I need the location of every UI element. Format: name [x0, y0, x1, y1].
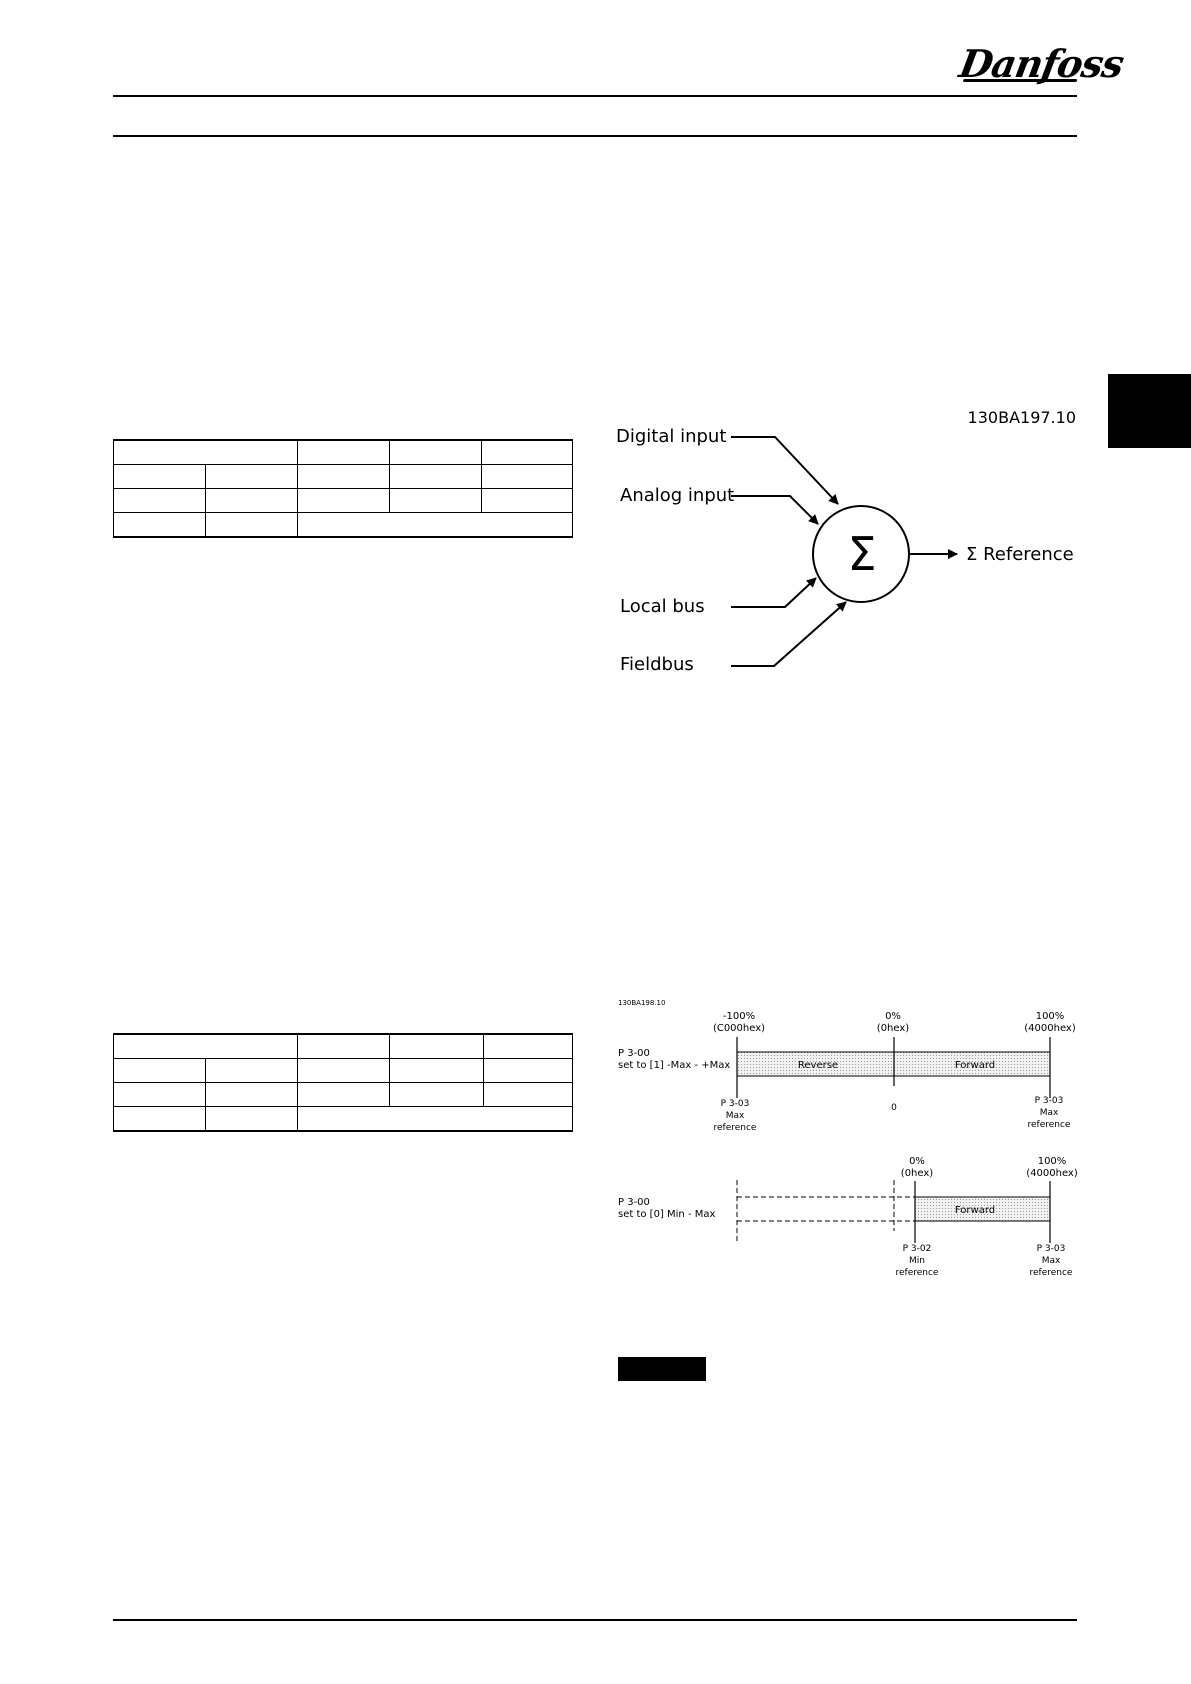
bottom-mid-hex: (0hex) [901, 1168, 933, 1179]
top-right-below-2: Max [1040, 1108, 1059, 1118]
arrow-fieldbus [731, 601, 847, 667]
arrow-analog-input [731, 495, 819, 525]
top-left-percent: -100% [723, 1011, 755, 1022]
table-1 [113, 439, 573, 538]
output-label: Σ Reference [966, 544, 1074, 565]
bottom-right-below-3: reference [1030, 1268, 1073, 1278]
table-row [113, 1082, 573, 1107]
top-mid-hex: (0hex) [877, 1023, 909, 1034]
top-left-hex: (C000hex) [713, 1023, 765, 1034]
top-right-below-1: P 3-03 [1035, 1096, 1064, 1106]
reference-sum-diagram: 130BA197.10 Digital input Analog input L… [616, 408, 1076, 675]
bottom-min-below-3: reference [896, 1268, 939, 1278]
forward-label-top: Forward [955, 1060, 995, 1071]
brand-logo: Danfoss [956, 41, 1127, 86]
forward-label-bottom: Forward [955, 1205, 995, 1216]
table-row [113, 1033, 573, 1059]
bottom-mid-percent: 0% [909, 1156, 925, 1167]
range-diagram-code: 130BA198.10 [618, 999, 665, 1007]
header-rule-top [113, 95, 1077, 97]
top-right-below-3: reference [1028, 1120, 1071, 1130]
input-label-analog: Analog input [620, 485, 734, 506]
table-row [113, 488, 573, 513]
arrow-digital-input [731, 436, 839, 505]
top-left-below-1: P 3-03 [721, 1099, 750, 1109]
reverse-label: Reverse [798, 1060, 838, 1071]
reference-range-diagram: 130BA198.10 -100% (C000hex) 0% (0hex) 10… [618, 999, 1078, 1278]
bottom-right-below-2: Max [1042, 1256, 1061, 1266]
top-param-label: P 3-00 [618, 1048, 650, 1059]
top-setting-label: set to [1] -Max - +Max [618, 1060, 730, 1071]
chapter-tab-marker [1108, 374, 1191, 448]
table-2 [113, 1033, 573, 1132]
bottom-right-below-1: P 3-03 [1037, 1244, 1066, 1254]
header-rule-bottom [113, 135, 1077, 137]
summation-symbol: Σ [847, 527, 876, 581]
bottom-param-label: P 3-00 [618, 1197, 650, 1208]
input-label-digital: Digital input [616, 426, 726, 447]
top-left-below-3: reference [714, 1123, 757, 1133]
diagram-code: 130BA197.10 [968, 408, 1076, 427]
input-label-fieldbus: Fieldbus [620, 654, 694, 675]
bottom-right-percent: 100% [1038, 1156, 1067, 1167]
bottom-right-hex: (4000hex) [1026, 1168, 1078, 1179]
reverse-band [736, 1051, 895, 1077]
top-mid-below: 0 [891, 1103, 897, 1113]
top-right-hex: (4000hex) [1024, 1023, 1076, 1034]
top-mid-percent: 0% [885, 1011, 901, 1022]
table-row [113, 1106, 573, 1132]
arrow-local-bus [731, 577, 817, 608]
table-row [113, 439, 573, 465]
bottom-min-below-1: P 3-02 [903, 1244, 932, 1254]
bottom-setting-label: set to [0] Min - Max [618, 1209, 715, 1220]
bottom-min-below-2: Min [909, 1256, 925, 1266]
input-label-local-bus: Local bus [620, 596, 705, 617]
footer-rule [113, 1619, 1077, 1621]
table-row [113, 464, 573, 489]
forward-band-top [893, 1051, 1051, 1077]
note-header-bar [618, 1357, 706, 1381]
top-right-percent: 100% [1036, 1011, 1065, 1022]
table-row [113, 1058, 573, 1083]
top-left-below-2: Max [726, 1111, 745, 1121]
table-row [113, 512, 573, 538]
